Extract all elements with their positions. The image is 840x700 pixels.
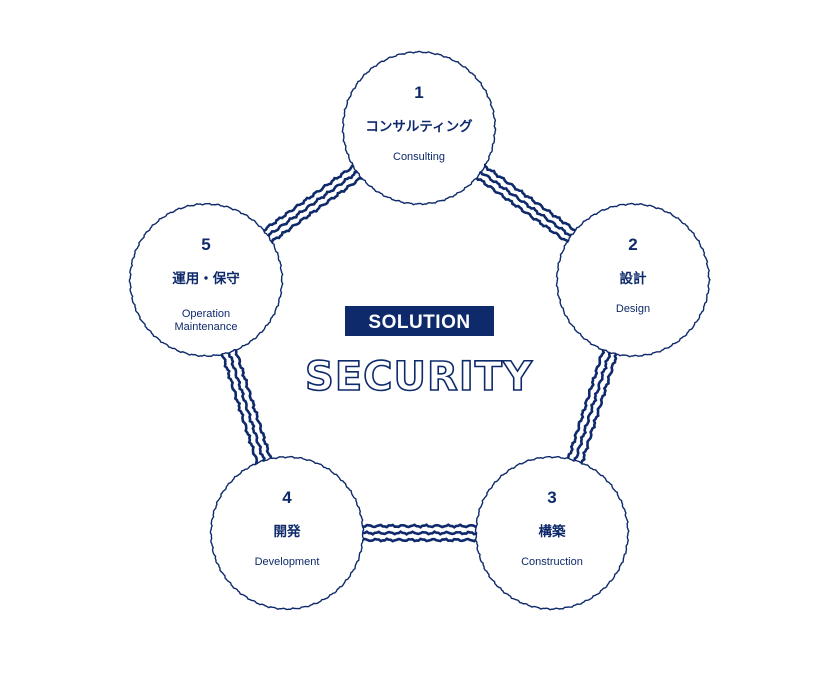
connector-line — [351, 537, 488, 543]
step-label-jp: 構築 — [539, 523, 567, 540]
connector-line — [258, 164, 367, 243]
step-label-jp: 設計 — [620, 270, 648, 287]
step-circle — [341, 50, 497, 206]
connector-3-4 — [351, 523, 488, 543]
solution-badge-text: SOLUTION — [368, 312, 470, 333]
connector-line — [563, 339, 609, 469]
connector-line — [262, 170, 371, 249]
step-label-en: Construction — [521, 556, 583, 568]
connector-line — [351, 530, 488, 536]
step-number: 1 — [414, 83, 423, 102]
connector-1-2 — [466, 159, 585, 249]
connector-line — [254, 159, 363, 238]
step-label-en: Maintenance — [175, 321, 238, 333]
step-node-3: 3 構築 Construction — [474, 455, 630, 611]
connector-line — [569, 341, 615, 472]
step-node-1: 1 コンサルティング Consulting — [341, 50, 497, 206]
step-number: 5 — [201, 235, 210, 254]
step-number: 3 — [547, 488, 556, 507]
connector-line — [466, 171, 577, 249]
step-circle — [474, 455, 630, 611]
security-title: SECURITY — [305, 354, 533, 400]
step-node-4: 4 開発 Development — [209, 455, 365, 611]
step-number: 2 — [628, 235, 637, 254]
step-nodes: 1 コンサルティング Consulting 2 設計 Design 3 構築 Construct… — [128, 50, 711, 611]
center-label: SOLUTION SECURITY — [304, 306, 533, 401]
connector-line — [475, 159, 585, 238]
step-circle — [128, 202, 284, 358]
connector-line — [230, 339, 276, 470]
step-label-en: Development — [255, 556, 320, 568]
step-circle — [555, 202, 711, 358]
step-label-en: Consulting — [393, 151, 445, 163]
connector-line — [577, 343, 621, 474]
connector-5-1 — [254, 159, 371, 249]
step-label-jp: 運用・保守 — [172, 270, 240, 287]
connector-line — [351, 523, 488, 529]
connector-line — [217, 344, 262, 474]
connectors — [217, 159, 621, 543]
step-node-2: 2 設計 Design — [555, 202, 711, 358]
step-label-en: Design — [616, 303, 650, 315]
connector-line — [224, 341, 269, 472]
connector-line — [470, 165, 581, 243]
step-label-jp: 開発 — [274, 523, 301, 540]
step-number: 4 — [282, 488, 292, 507]
step-circle — [209, 455, 365, 611]
step-label-jp: コンサルティング — [365, 118, 473, 135]
connector-4-5 — [217, 339, 276, 474]
solution-badge — [345, 306, 494, 336]
step-label-en: Operation — [182, 308, 230, 320]
connector-2-3 — [563, 339, 621, 474]
